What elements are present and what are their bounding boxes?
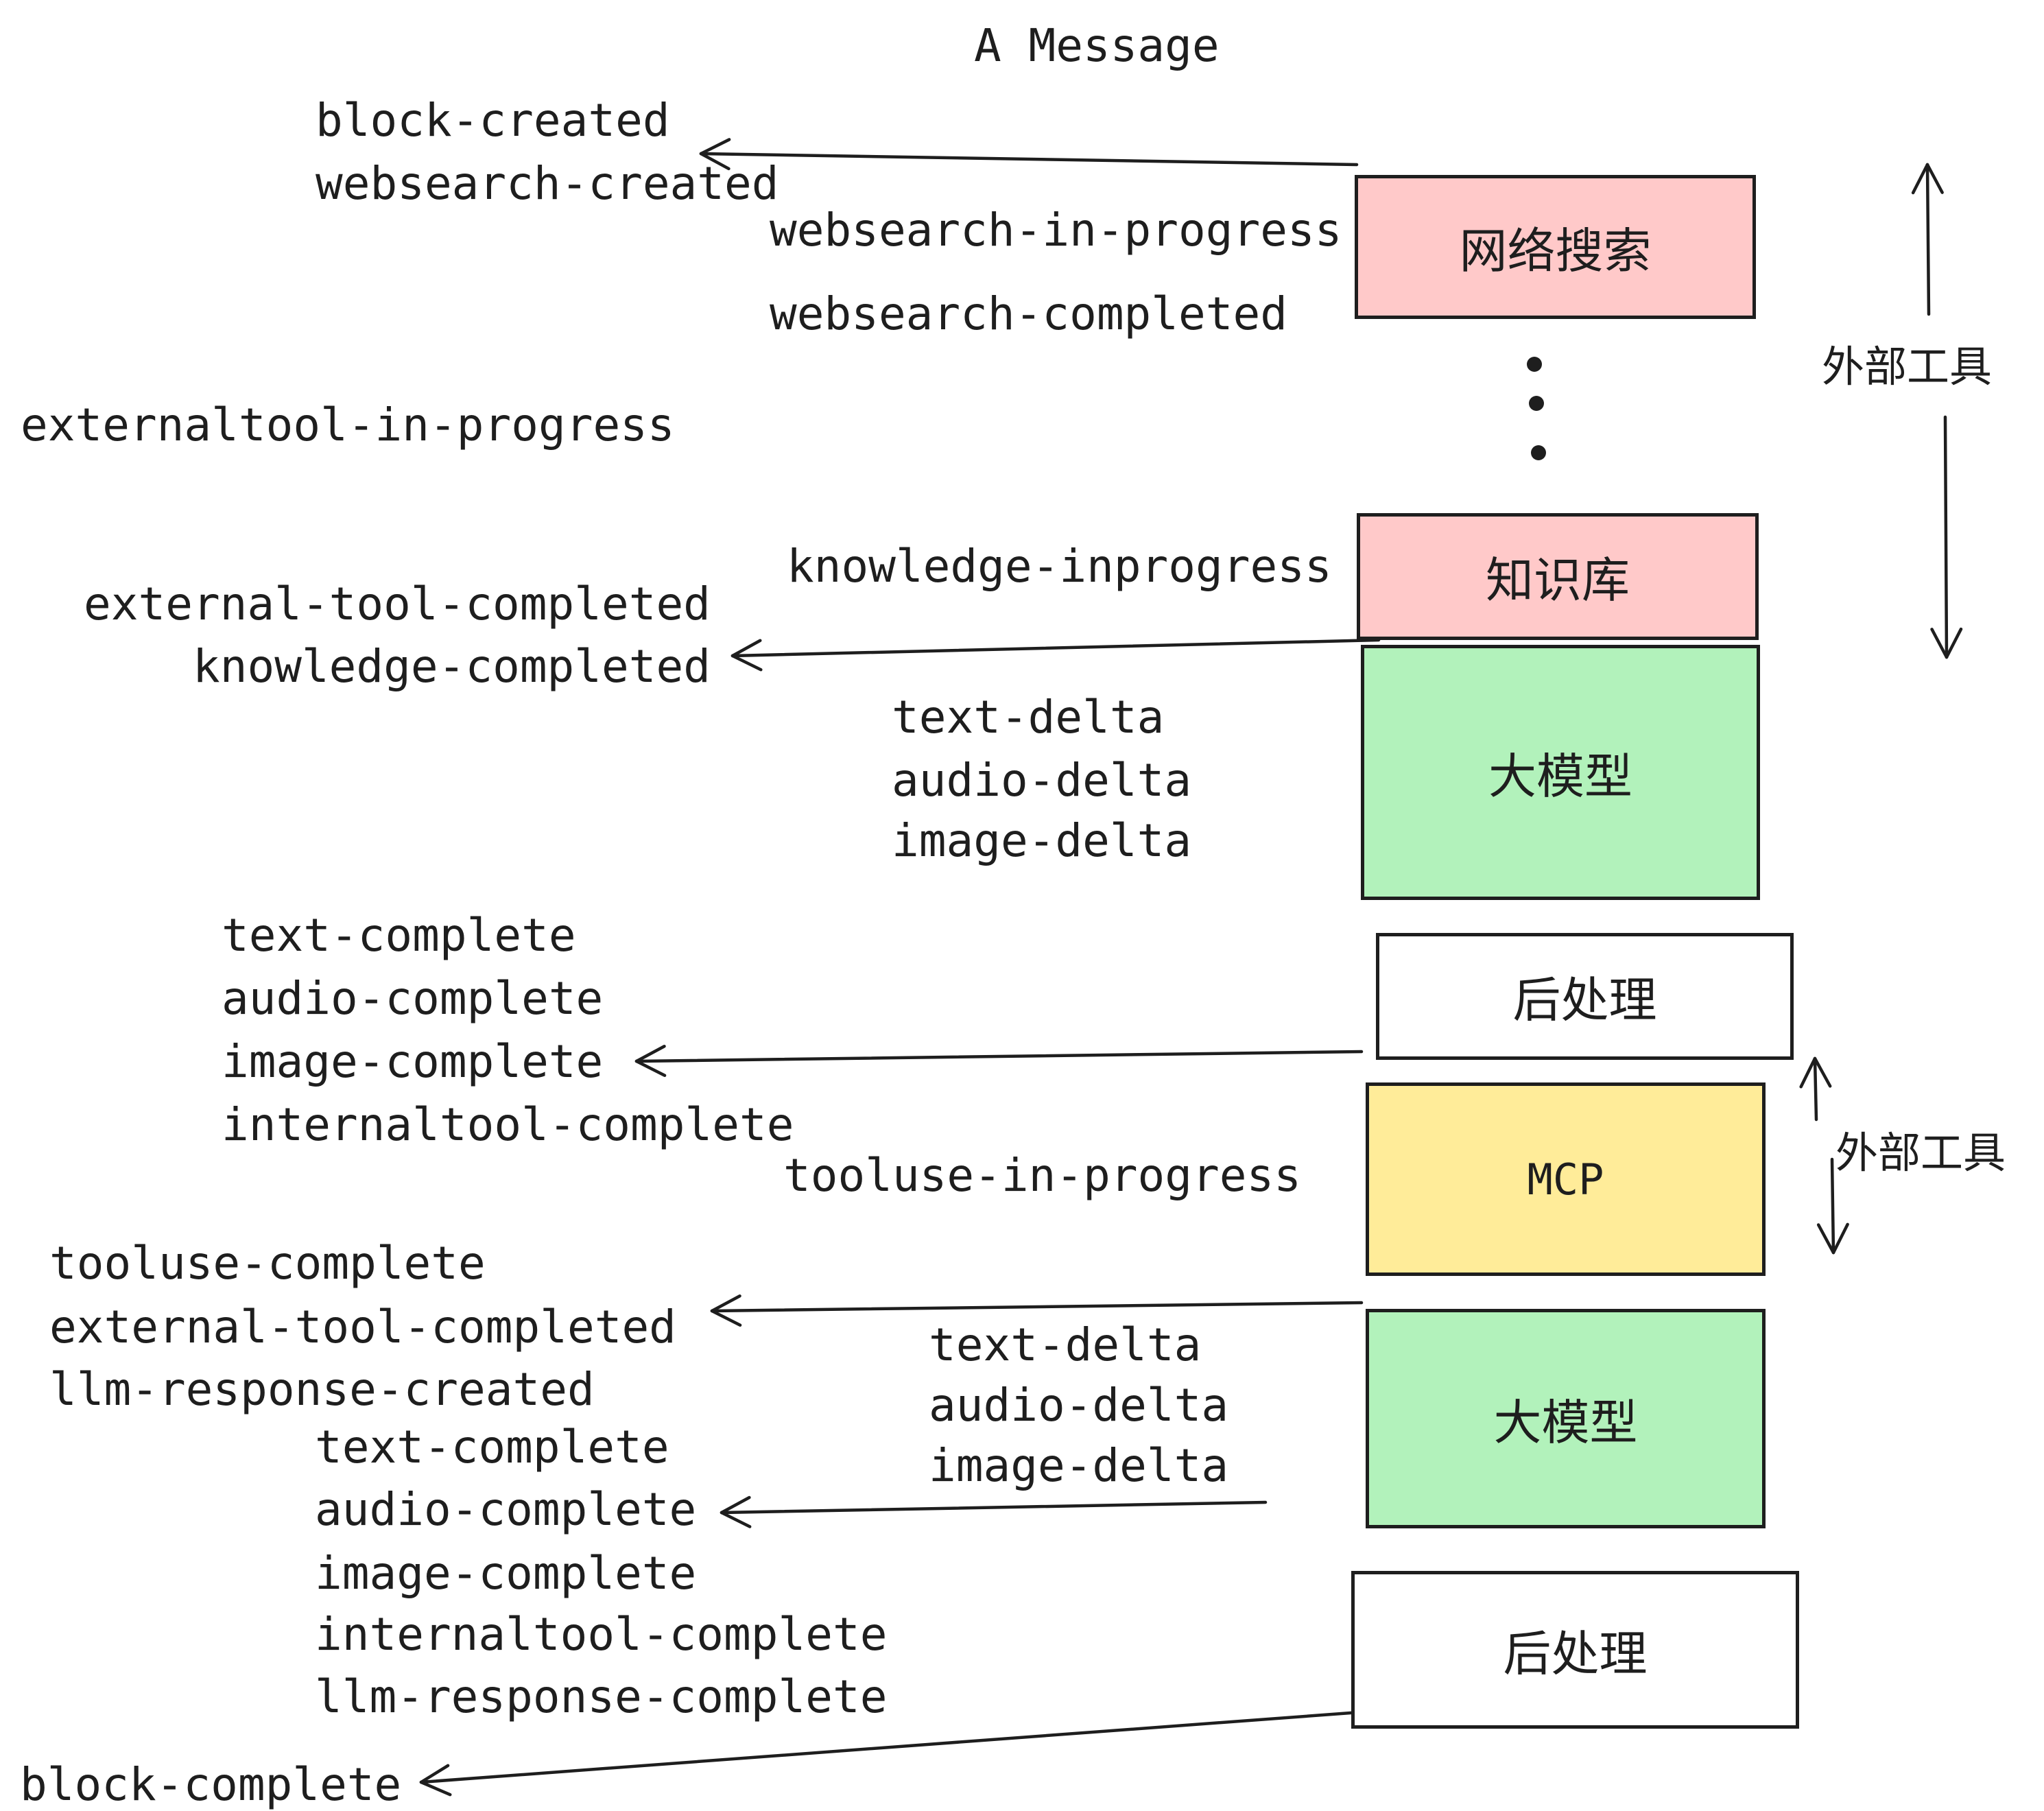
box-mcp: MCP: [1366, 1082, 1766, 1276]
event-label-websearch-created: websearch-created: [316, 157, 779, 210]
box-knowledge: 知识库: [1357, 513, 1759, 640]
event-label-llm-response-complete: llm-response-complete: [315, 1670, 888, 1723]
event-label-image-complete-2: image-complete: [315, 1547, 697, 1600]
event-label-text-complete-1: text-complete: [222, 909, 576, 962]
box-label-mcp: MCP: [1527, 1154, 1604, 1205]
event-label-image-complete-1: image-complete: [222, 1035, 604, 1088]
event-label-audio-complete-1: audio-complete: [222, 972, 604, 1025]
box-label-llm-1: 大模型: [1488, 748, 1632, 805]
event-label-external-tool-completed-1: external-tool-completed: [84, 578, 711, 630]
box-label-postprocess-2: 后处理: [1503, 1625, 1648, 1682]
event-label-knowledge-inprogress: knowledge-inprogress: [787, 540, 1332, 593]
event-label-tooluse-complete: tooluse-complete: [49, 1237, 486, 1290]
event-label-block-created: block-created: [316, 94, 670, 147]
external-tools-label-top: 外部工具: [1822, 342, 1993, 392]
box-label-postprocess-1: 后处理: [1512, 972, 1657, 1028]
event-label-image-delta-1: image-delta: [892, 814, 1192, 867]
event-label-text-delta-2: text-delta: [929, 1318, 1202, 1371]
event-label-audio-delta-2: audio-delta: [929, 1379, 1229, 1432]
event-label-websearch-completed: websearch-completed: [770, 287, 1287, 340]
external-tools-label-mcp: 外部工具: [1835, 1128, 2006, 1178]
box-llm-2: 大模型: [1366, 1309, 1766, 1528]
box-label-knowledge: 知识库: [1486, 552, 1630, 608]
event-label-knowledge-completed: knowledge-completed: [193, 640, 711, 693]
event-label-externaltool-in-progress: externaltool-in-progress: [21, 399, 675, 451]
event-label-tooluse-in-progress: tooluse-in-progress: [783, 1149, 1301, 1202]
event-label-llm-response-created: llm-response-created: [49, 1363, 595, 1416]
event-label-internaltool-complete-2: internaltool-complete: [315, 1608, 888, 1661]
event-label-websearch-in-progress: websearch-in-progress: [770, 204, 1342, 257]
event-label-external-tool-completed-2: external-tool-completed: [49, 1301, 676, 1353]
event-label-image-delta-2: image-delta: [929, 1439, 1229, 1492]
box-postprocess-1: 后处理: [1376, 933, 1794, 1060]
diagram-title: A Message: [974, 19, 1220, 72]
box-label-websearch: 网络搜索: [1459, 222, 1652, 279]
box-llm-1: 大模型: [1361, 645, 1760, 900]
event-label-text-delta-1: text-delta: [892, 691, 1165, 744]
event-label-text-complete-2: text-complete: [315, 1421, 669, 1473]
event-label-audio-complete-2: audio-complete: [315, 1483, 697, 1536]
box-label-llm-2: 大模型: [1493, 1394, 1638, 1451]
box-postprocess-2: 后处理: [1351, 1571, 1799, 1729]
event-label-internaltool-complete-1: internaltool-complete: [222, 1098, 794, 1151]
event-label-block-complete: block-complete: [20, 1758, 402, 1811]
event-label-audio-delta-1: audio-delta: [892, 754, 1192, 807]
box-websearch: 网络搜索: [1355, 175, 1756, 319]
